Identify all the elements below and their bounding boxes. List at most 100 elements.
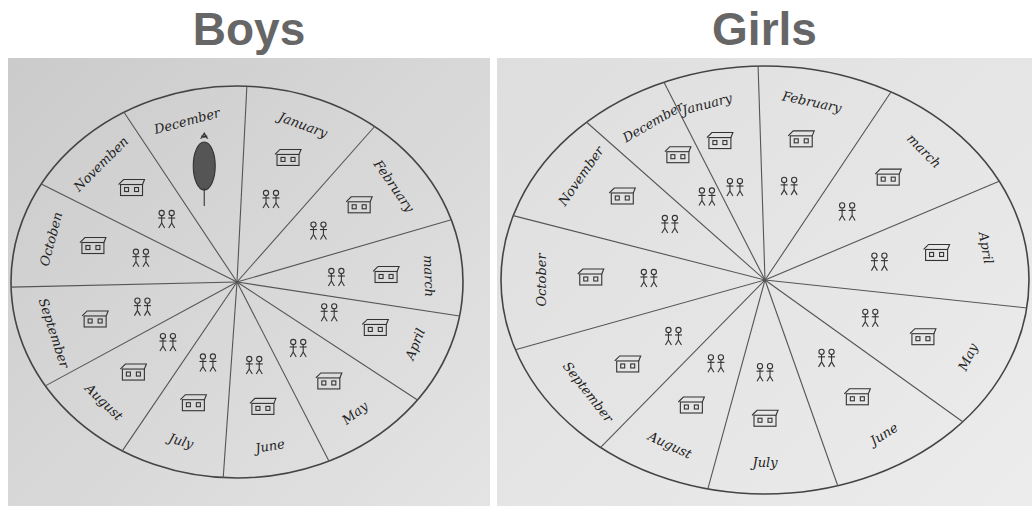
stick-figure [828,349,835,367]
stick-figure [168,210,175,228]
stick-figure [818,349,825,367]
house-sketch [752,410,778,426]
house-sketch [180,395,206,411]
wedge-spoke [41,184,237,282]
stick-figure [839,203,846,221]
wedge-spoke [587,122,765,280]
house-sketch [665,147,691,163]
wedge-sketches [578,131,950,426]
month-label: June [867,420,900,448]
calendar-circle: GirlsJanuaryFebruarymarchAprilMayJuneJul… [497,58,1032,506]
stick-figure [263,190,270,208]
house-sketch [275,149,301,165]
stick-figure [872,309,879,327]
stick-figure [736,178,743,196]
stick-figure [209,354,216,372]
house-sketch [707,133,733,149]
month-label: December [153,105,222,137]
wedge-spokes [11,86,459,477]
stick-figure [310,222,317,240]
stick-figure [132,249,139,267]
stick-figure [199,354,206,372]
stick-figure [321,304,328,322]
wedge-spoke [765,280,963,422]
month-label: February [781,88,843,115]
month-label: May [339,399,371,428]
stick-figure [650,269,657,287]
chart-heading: Boys [8,2,490,56]
wedge-spoke [223,282,237,478]
month-label: April [976,231,996,265]
calendar-drawing [497,58,1032,506]
calendar-circle: BoysJanuaryFebruarymarchAprilMayJuneJuly… [8,58,490,506]
tree-sketch [193,133,215,206]
wedge-sketches [80,133,399,414]
wedge-spokes [513,66,1027,489]
stick-figure [256,356,263,374]
stick-figure [781,177,788,195]
month-label: September [36,297,73,370]
stick-figure [849,203,856,221]
wedge-spoke [237,220,451,282]
house-sketch [82,311,108,327]
stick-figure [169,333,176,351]
house-sketch [924,244,950,260]
stick-figure [708,188,715,206]
stick-figure [881,253,888,271]
stick-figure [871,253,878,271]
house-sketch [362,319,388,335]
house-sketch [316,373,342,389]
wedge-spoke [513,216,765,280]
house-sketch [119,180,145,196]
house-sketch [615,356,641,372]
wedge-spoke [45,282,237,386]
house-sketch [346,197,372,213]
month-label: February [371,157,418,215]
stick-figure [640,269,647,287]
house-sketch [250,398,276,414]
wedge-spoke [11,282,237,287]
month-label: April [402,327,428,363]
month-label: December [620,99,686,146]
month-label: January [276,110,329,142]
wedge-spoke [237,127,375,282]
stick-figure [290,339,297,357]
month-label: July [752,454,777,469]
stick-figure [338,268,345,286]
month-label: Octoben [37,210,66,267]
stick-figure [273,190,280,208]
month-label: June [254,436,286,456]
month-label: August [646,428,694,461]
stick-figure [144,298,151,316]
stick-figure [791,177,798,195]
stick-figure [707,355,714,373]
house-sketch [875,169,901,185]
wedge-spoke [237,282,329,461]
chart-heading: Girls [497,2,1032,56]
house-sketch [120,364,146,380]
wedge-spoke [765,181,999,280]
month-label: November [555,143,607,208]
stick-figure [862,309,869,327]
house-sketch [910,329,936,345]
house-sketch [578,269,604,285]
month-label: July [167,430,195,452]
house-sketch [788,131,814,147]
circle-outline [11,86,463,478]
stick-figure [717,355,724,373]
stick-figure [675,327,682,345]
circle-outline [501,66,1029,494]
wedge-spoke [237,86,247,282]
month-label: August [82,380,126,423]
wedge-spoke [124,112,237,282]
stick-figure [159,333,166,351]
stick-figure [661,215,668,233]
wedge-spoke [122,282,237,451]
stick-figure [300,339,307,357]
house-sketch [678,397,704,413]
house-sketch [609,188,635,204]
stick-figure [331,304,338,322]
wedge-spoke [237,282,417,400]
house-sketch [373,266,399,282]
